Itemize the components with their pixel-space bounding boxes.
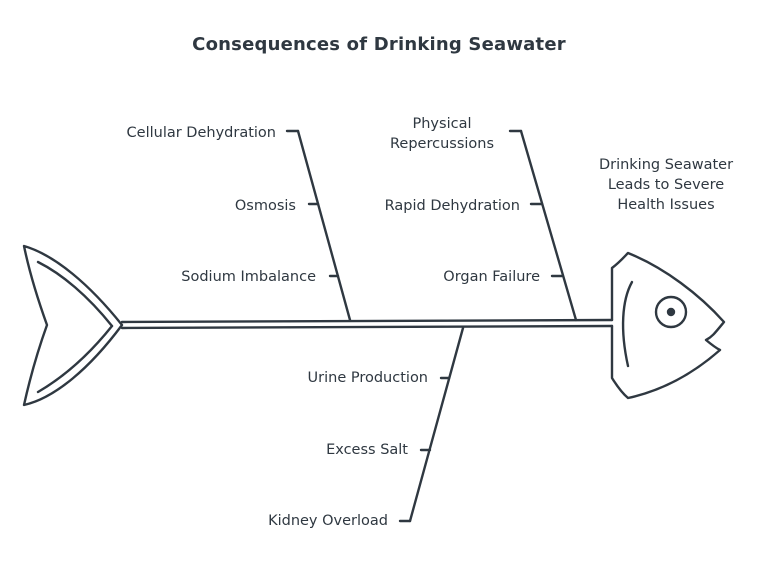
cause-urine-production: Urine Production (307, 370, 428, 386)
diagram-title: Consequences of Drinking Seawater (192, 34, 566, 55)
bone-lower (408, 326, 465, 523)
fish-head (610, 251, 726, 400)
cause-kidney-overload: Kidney Overload (268, 513, 388, 529)
bone-upper-right (519, 129, 578, 322)
fish-eye (654, 295, 688, 329)
cause-cellular-dehydration: Cellular Dehydration (126, 125, 276, 141)
effect-label: Drinking Seawater Leads to Severe Health… (598, 157, 734, 213)
cause-organ-failure: Organ Failure (443, 269, 540, 285)
cause-excess-salt: Excess Salt (326, 442, 408, 458)
fish-gill (621, 280, 634, 368)
cause-osmosis: Osmosis (234, 198, 296, 214)
fish-tail-inner (36, 260, 114, 328)
cause-rapid-dehydration: Rapid Dehydration (384, 198, 520, 214)
cause-physical-repercussions: Physical Repercussions (389, 116, 495, 152)
bone-upper-left (296, 129, 352, 322)
fish-spine (120, 318, 614, 324)
cause-sodium-imbalance: Sodium Imbalance (181, 269, 316, 285)
fish-tail (22, 244, 124, 407)
